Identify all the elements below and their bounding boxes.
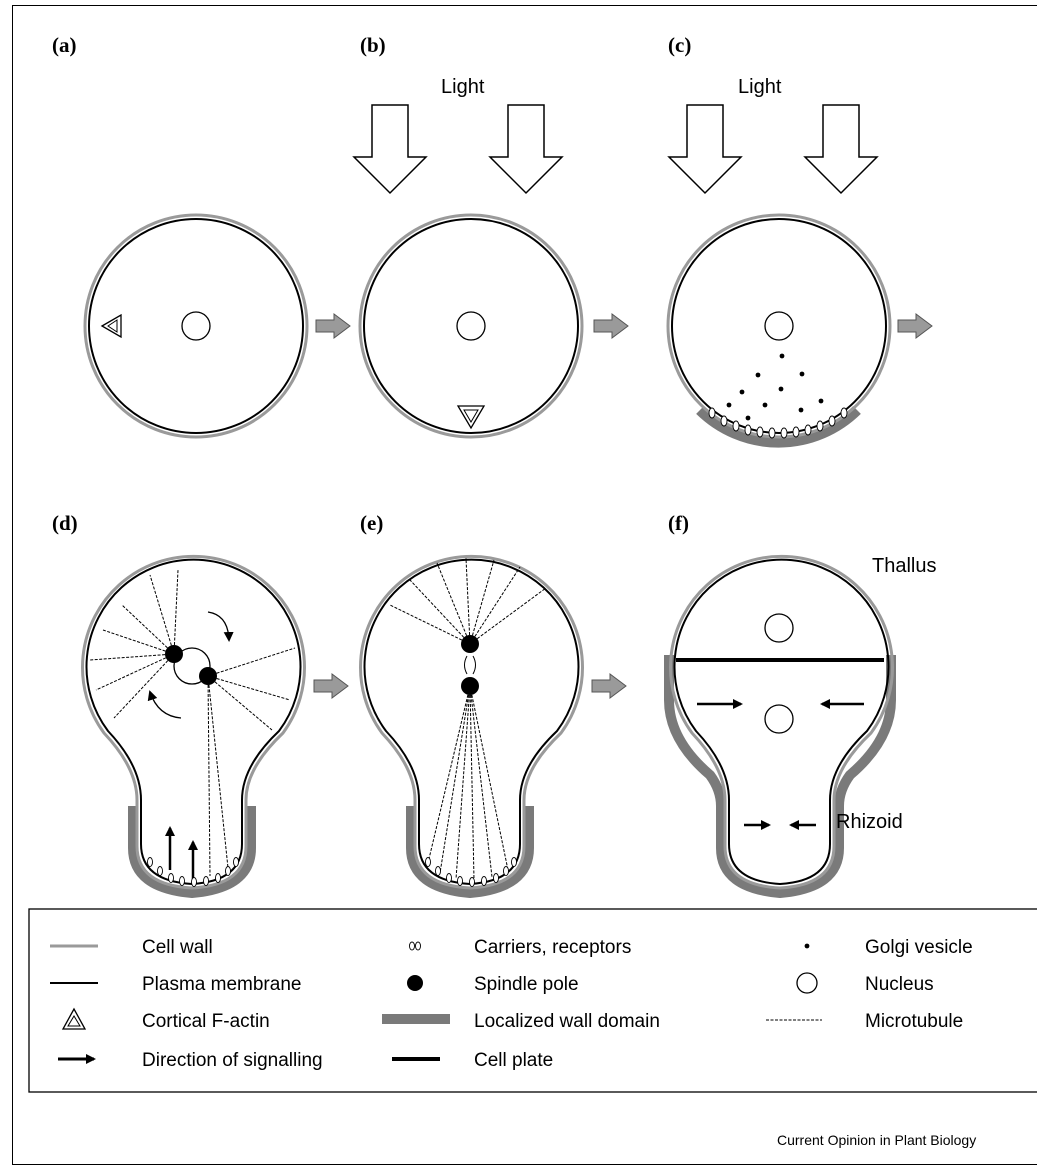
panel-label-c: (c) — [668, 33, 691, 57]
legend-nucleus: Nucleus — [865, 974, 934, 995]
cell-f — [669, 556, 893, 893]
cortical-factin-icon — [102, 315, 121, 337]
signalling-arrow-icon — [170, 828, 193, 880]
thallus-label: Thallus — [872, 555, 936, 577]
legend-cell-plate: Cell plate — [474, 1050, 553, 1071]
legend-cell-wall: Cell wall — [142, 937, 213, 958]
legend-direction: Direction of signalling — [142, 1050, 323, 1071]
microtubules — [90, 570, 295, 876]
legend-spindle-pole: Spindle pole — [474, 974, 579, 995]
transition-arrow-icon — [314, 674, 348, 698]
legend-golgi: Golgi vesicle — [865, 937, 973, 958]
spindle-pole-icon — [165, 645, 183, 663]
cell-c — [668, 215, 890, 442]
spindle-pole-icon — [461, 635, 479, 653]
cell-a — [85, 215, 307, 437]
light-arrow-icon — [669, 105, 741, 193]
credit-text: Current Opinion in Plant Biology — [777, 1132, 976, 1148]
light-arrow-icon — [490, 105, 562, 193]
legend-microtubule: Microtubule — [865, 1011, 963, 1032]
cell-e — [361, 556, 583, 893]
legend-carriers: Carriers, receptors — [474, 937, 631, 958]
light-label-b: Light — [441, 76, 485, 98]
panel-label-b: (b) — [360, 33, 386, 57]
cortical-factin-icon — [458, 406, 484, 428]
panel-label-d: (d) — [52, 511, 78, 535]
nucleus-icon — [182, 312, 210, 340]
nucleus-icon — [457, 312, 485, 340]
localized-wall-domain — [669, 655, 891, 893]
transition-arrow-icon — [316, 314, 350, 338]
panel-label-a: (a) — [52, 33, 77, 57]
golgi-vesicle-icon — [805, 944, 810, 949]
nucleus-icon — [765, 614, 793, 642]
light-arrow-icon — [805, 105, 877, 193]
cell-d — [83, 556, 305, 893]
golgi-vesicles — [727, 354, 824, 421]
light-label-c: Light — [738, 76, 782, 98]
transition-arrow-icon — [592, 674, 626, 698]
spindle-pole-icon — [199, 667, 217, 685]
nucleus-icon — [765, 312, 793, 340]
legend-cortical-factin: Cortical F-actin — [142, 1011, 270, 1032]
rhizoid-label: Rhizoid — [836, 811, 903, 833]
light-arrow-icon — [354, 105, 426, 193]
panel-label-e: (e) — [360, 511, 383, 535]
nucleus-icon — [797, 973, 817, 993]
wall-domain-swatch — [382, 1014, 450, 1024]
transition-arrow-icon — [594, 314, 628, 338]
legend-wall-domain: Localized wall domain — [474, 1011, 660, 1032]
nucleus-icon — [765, 705, 793, 733]
spindle-pole-icon — [461, 677, 479, 695]
panel-label-f: (f) — [668, 511, 689, 535]
cell-b — [360, 215, 582, 437]
transition-arrow-icon — [898, 314, 932, 338]
legend-plasma-membrane: Plasma membrane — [142, 974, 301, 995]
spindle-pole-icon — [407, 975, 423, 991]
